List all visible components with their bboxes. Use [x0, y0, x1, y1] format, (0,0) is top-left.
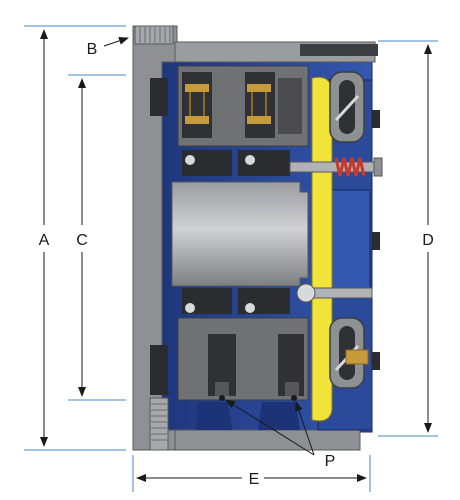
right-stud-2: [372, 232, 380, 250]
right-stud-3: [372, 352, 380, 370]
threaded-fitting-bottom: [149, 397, 169, 451]
adjusting-bolt-upper: [289, 157, 383, 177]
shaft-bore: [171, 181, 309, 287]
brake-assembly: [132, 25, 383, 451]
leader-p-2: [295, 401, 315, 456]
leader-b: [103, 37, 129, 47]
label-e: E: [249, 471, 260, 488]
threaded-fitting-top: [134, 25, 174, 45]
upper-port: [150, 78, 168, 116]
label-b: B: [87, 41, 98, 58]
dimension-annotations: [24, 25, 438, 492]
upper-bearings: [182, 150, 290, 176]
label-c: C: [76, 232, 88, 249]
upper-linkage: [329, 71, 365, 143]
label-p: P: [325, 453, 336, 470]
lower-bearings: [182, 288, 290, 314]
label-d: D: [422, 232, 434, 249]
lower-port: [150, 345, 168, 395]
leader-p-1: [225, 399, 315, 456]
bottom-housing-bar: [174, 429, 361, 451]
upper-spring-clips: [185, 84, 271, 124]
adjusting-bolt-lower: [296, 283, 373, 303]
yellow-pressure-plate: [311, 76, 333, 422]
bottom-feet: [196, 402, 300, 430]
label-a: A: [39, 232, 50, 249]
red-spring: [334, 157, 366, 177]
top-bolt: [300, 44, 378, 56]
right-stud-1: [372, 110, 380, 128]
brass-fitting: [345, 349, 369, 365]
